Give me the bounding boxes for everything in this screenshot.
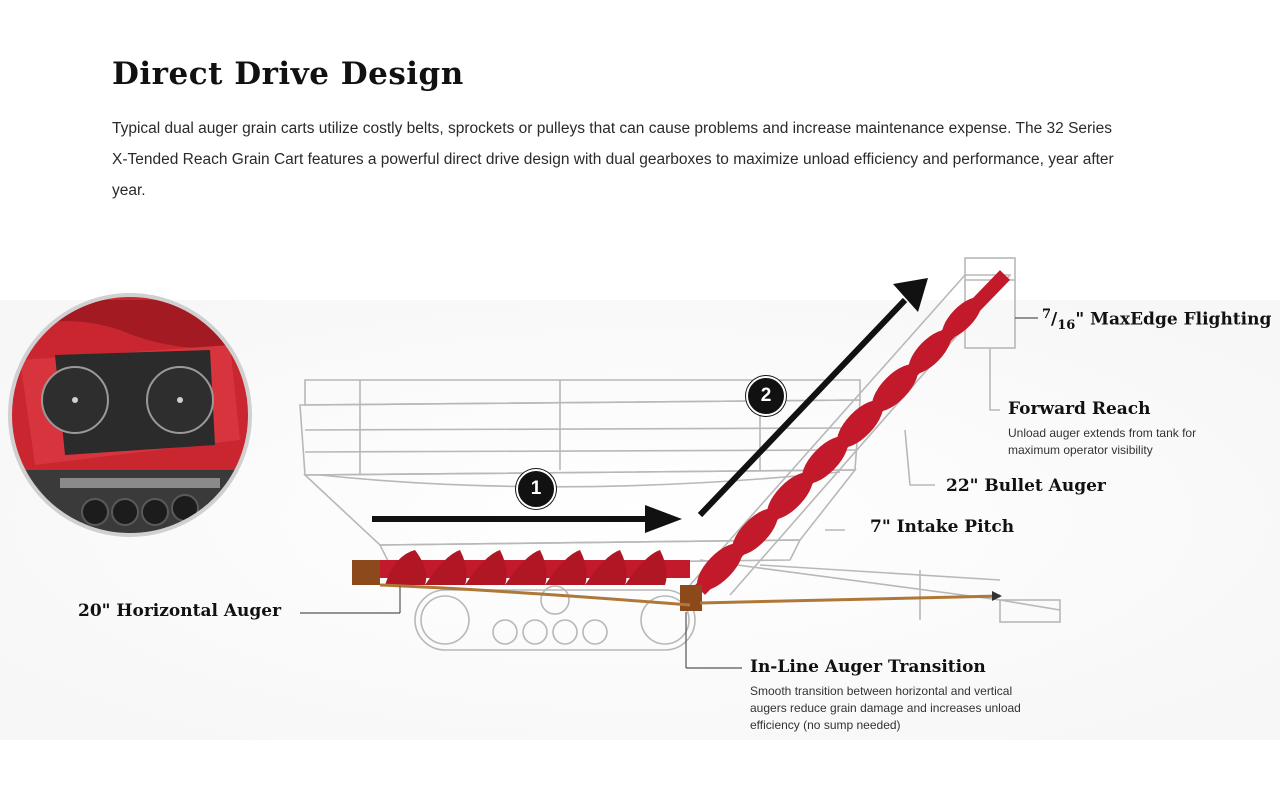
flighting-numerator: 7 xyxy=(1042,307,1052,322)
intro-paragraph: Typical dual auger grain carts utilize c… xyxy=(112,120,1114,199)
flighting-callout: 7/16" MaxEdge Flighting xyxy=(1042,307,1271,333)
unload-tube-outline xyxy=(689,257,1016,596)
bullet-auger-label: 22" Bullet Auger xyxy=(946,476,1106,496)
horizontal-auger-label: 20" Horizontal Auger xyxy=(78,601,282,621)
flighting-denominator: 16 xyxy=(1057,318,1076,334)
track-outline xyxy=(414,585,696,651)
drive-shaft xyxy=(379,583,1002,607)
flow-arrow-diagonal xyxy=(697,278,928,518)
step-badge-2: 2 xyxy=(746,376,786,416)
flow-arrow-horizontal xyxy=(372,505,682,533)
forward-reach-description: Unload auger extends from tank for maxim… xyxy=(1008,426,1197,457)
callout-leaders xyxy=(300,317,1038,669)
flighting-label: " MaxEdge Flighting xyxy=(1075,309,1272,330)
step-badge-1: 1 xyxy=(516,469,556,509)
fraction-slash: / xyxy=(1051,309,1058,330)
vertical-auger xyxy=(680,270,1011,611)
forward-reach-title: Forward Reach xyxy=(1008,399,1151,419)
intake-pitch-label: 7" Intake Pitch xyxy=(870,517,1015,537)
horizontal-auger xyxy=(352,550,690,585)
transition-description: Smooth transition between horizontal and… xyxy=(750,684,1021,732)
page-title: Direct Drive Design xyxy=(112,56,464,92)
transition-title: In-Line Auger Transition xyxy=(750,657,986,677)
